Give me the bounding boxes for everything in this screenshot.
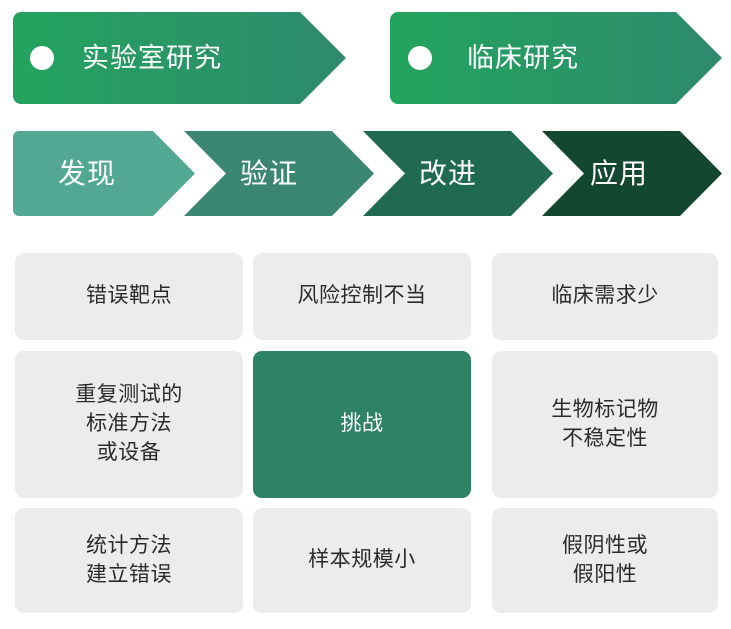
chevron-shape	[184, 131, 374, 216]
banner-shape	[390, 12, 722, 104]
chevron-shape	[363, 131, 553, 216]
banner-clinical-research[interactable]: 临床研究	[390, 12, 722, 104]
banner-shape	[13, 12, 346, 104]
challenge-card[interactable]: 样本规模小	[253, 508, 471, 613]
circle-bullet-icon	[30, 46, 54, 70]
banner-label: 实验室研究	[82, 42, 222, 73]
challenge-card[interactable]: 风险控制不当	[253, 253, 471, 340]
process-step-application[interactable]: 应用	[542, 131, 722, 216]
challenge-center-card[interactable]: 挑战	[253, 351, 471, 498]
process-step-label: 验证	[239, 157, 298, 189]
challenge-card[interactable]: 重复测试的 标准方法 或设备	[15, 351, 243, 498]
process-step-label: 应用	[589, 157, 648, 189]
challenge-card[interactable]: 生物标记物 不稳定性	[492, 351, 718, 498]
chevron-shape	[542, 131, 722, 216]
process-step-label: 发现	[57, 157, 116, 189]
process-step-label: 改进	[418, 157, 477, 189]
challenge-card-grid: 错误靶点 风险控制不当 临床需求少 重复测试的 标准方法 或设备 挑战 生物标记…	[0, 253, 731, 629]
challenge-card[interactable]: 临床需求少	[492, 253, 718, 340]
challenge-card[interactable]: 统计方法 建立错误	[15, 508, 243, 613]
process-chevron-row: 发现 验证 改进 应用	[0, 131, 731, 216]
process-step-improvement[interactable]: 改进	[363, 131, 553, 216]
challenge-card[interactable]: 假阴性或 假阳性	[492, 508, 718, 613]
banner-label: 临床研究	[467, 42, 579, 73]
chevron-shape	[13, 131, 195, 216]
banner-lab-research[interactable]: 实验室研究	[13, 12, 346, 104]
circle-bullet-icon	[408, 46, 432, 70]
challenge-card[interactable]: 错误靶点	[15, 253, 243, 340]
process-step-validation[interactable]: 验证	[184, 131, 374, 216]
banner-row: 实验室研究 临床研究	[0, 12, 731, 104]
process-step-discovery[interactable]: 发现	[13, 131, 195, 216]
